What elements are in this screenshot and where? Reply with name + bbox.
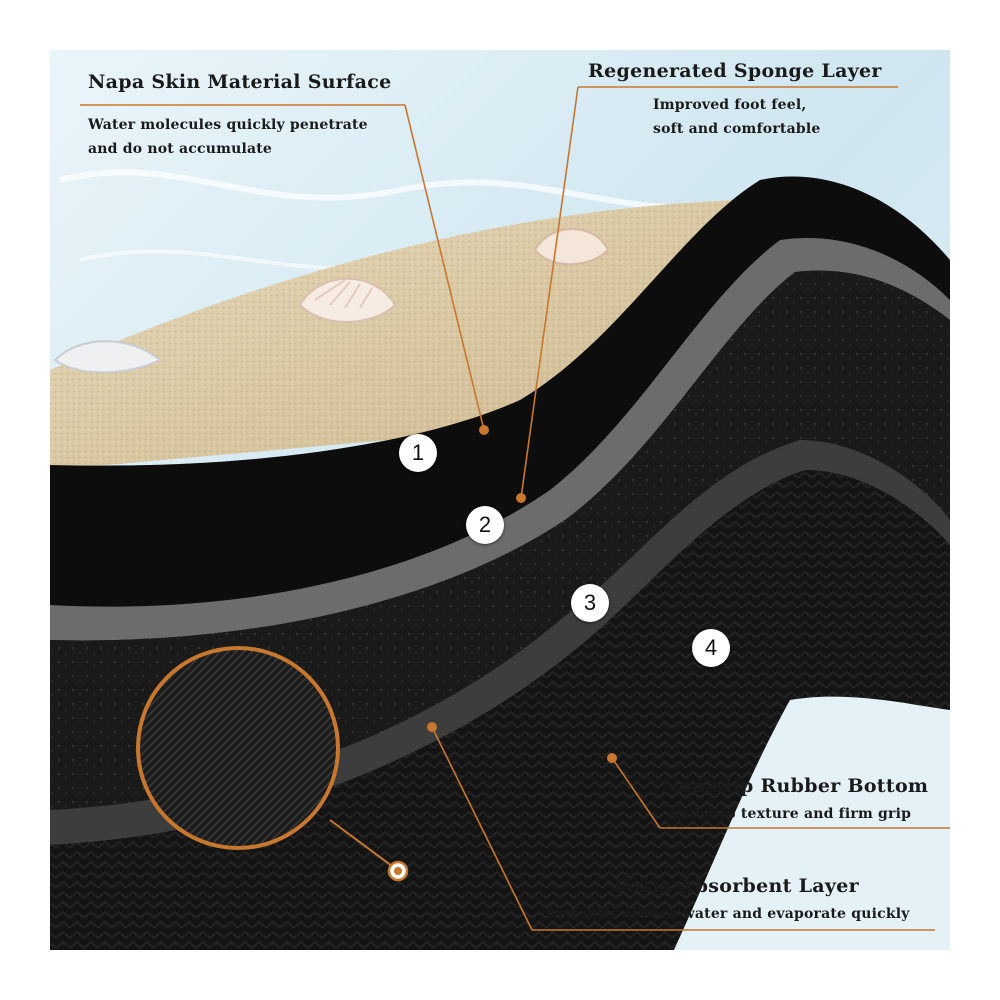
magnifier-circle-icon [136,646,340,850]
layer-1-title: Napa Skin Material Surface [88,71,392,93]
layer-3-title: Foam Absorbent Layer [614,875,859,897]
callout-dots [427,425,617,763]
texture-zoom-circle [138,648,338,848]
layer-badge-2: 2 [466,506,504,544]
callout-lines [80,86,950,931]
layer-2-desc-line-1: Improved foot feel, [653,97,807,113]
layer-2-title: Regenerated Sponge Layer [588,60,882,82]
layer-4-title: Non-slip Rubber Bottom [661,775,929,797]
layer-sponge [50,238,950,641]
layer-3-desc: Instantly absorb water and evaporate qui… [546,906,910,922]
layer-badge-3: 3 [571,584,609,622]
layer-badge-1: 1 [399,434,437,472]
shell-icon [533,228,610,266]
layer-1-desc-line-2: and do not accumulate [88,141,273,157]
target-dot-icon [387,860,409,882]
layer-badge-4: 4 [692,629,730,667]
shell-icon [53,340,162,374]
shell-icon [298,277,397,323]
layer-1-desc-line-1: Water molecules quickly penetrate [88,117,368,133]
layer-4-desc: Anti-silp texture and firm grip [667,806,912,822]
layer-2-desc-line-2: soft and comfortable [653,121,821,137]
